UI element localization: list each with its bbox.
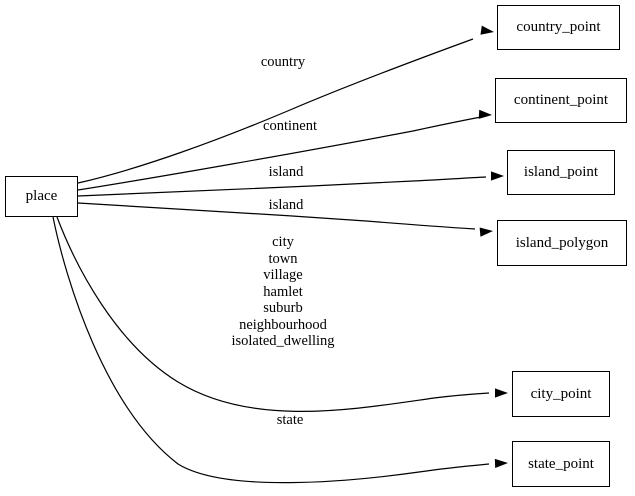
edge-label-line: village [263, 267, 303, 283]
node-state_point[interactable]: state_point [512, 441, 610, 487]
edge-label-line: neighbourhood [239, 316, 327, 333]
edge-label-place-to-state_point: state [276, 412, 304, 428]
edge-place-to-continent_point [77, 116, 482, 191]
node-label: island_polygon [515, 234, 609, 251]
node-island_polygon[interactable]: island_polygon [497, 220, 627, 266]
edge-label-place-to-island_polygon: island [268, 197, 304, 213]
arrowhead-city_point [495, 388, 508, 398]
node-label: place [25, 188, 58, 204]
arrowhead-continent_point [478, 109, 492, 119]
node-label: continent_point [513, 92, 609, 108]
node-country_point[interactable]: country_point [497, 5, 620, 50]
node-label: state_point [528, 455, 594, 472]
edge-label-place-to-island_point: island [268, 164, 304, 180]
edge-place-to-island_polygon [77, 202, 476, 230]
edge-place-to-country_point [77, 38, 474, 184]
arrowhead-island_polygon [479, 227, 493, 237]
node-label: city_point [530, 385, 592, 402]
arrowhead-island_point [491, 171, 504, 181]
edge-label-line: city [272, 234, 294, 250]
node-label: country_point [516, 19, 601, 35]
edge-place-to-state_point [52, 216, 490, 484]
edge-label-line: suburb [263, 300, 303, 316]
node-continent_point[interactable]: continent_point [495, 78, 627, 123]
arrowhead-country_point [480, 25, 494, 35]
node-city_point[interactable]: city_point [512, 371, 610, 417]
arrowhead-state_point [494, 458, 508, 469]
edge-label-place-to-continent_point: continent [263, 118, 317, 134]
edge-label-line: hamlet [263, 283, 303, 300]
node-island_point[interactable]: island_point [507, 150, 615, 195]
edge-place-to-city_point [56, 216, 490, 412]
node-label: island_point [523, 164, 599, 180]
edge-place-to-island_point [77, 176, 487, 197]
node-place[interactable]: place [5, 176, 78, 217]
edge-label-place-to-country_point: country [260, 54, 306, 70]
edge-label-line: town [268, 250, 298, 267]
edge-label-line: isolated_dwelling [231, 333, 335, 349]
